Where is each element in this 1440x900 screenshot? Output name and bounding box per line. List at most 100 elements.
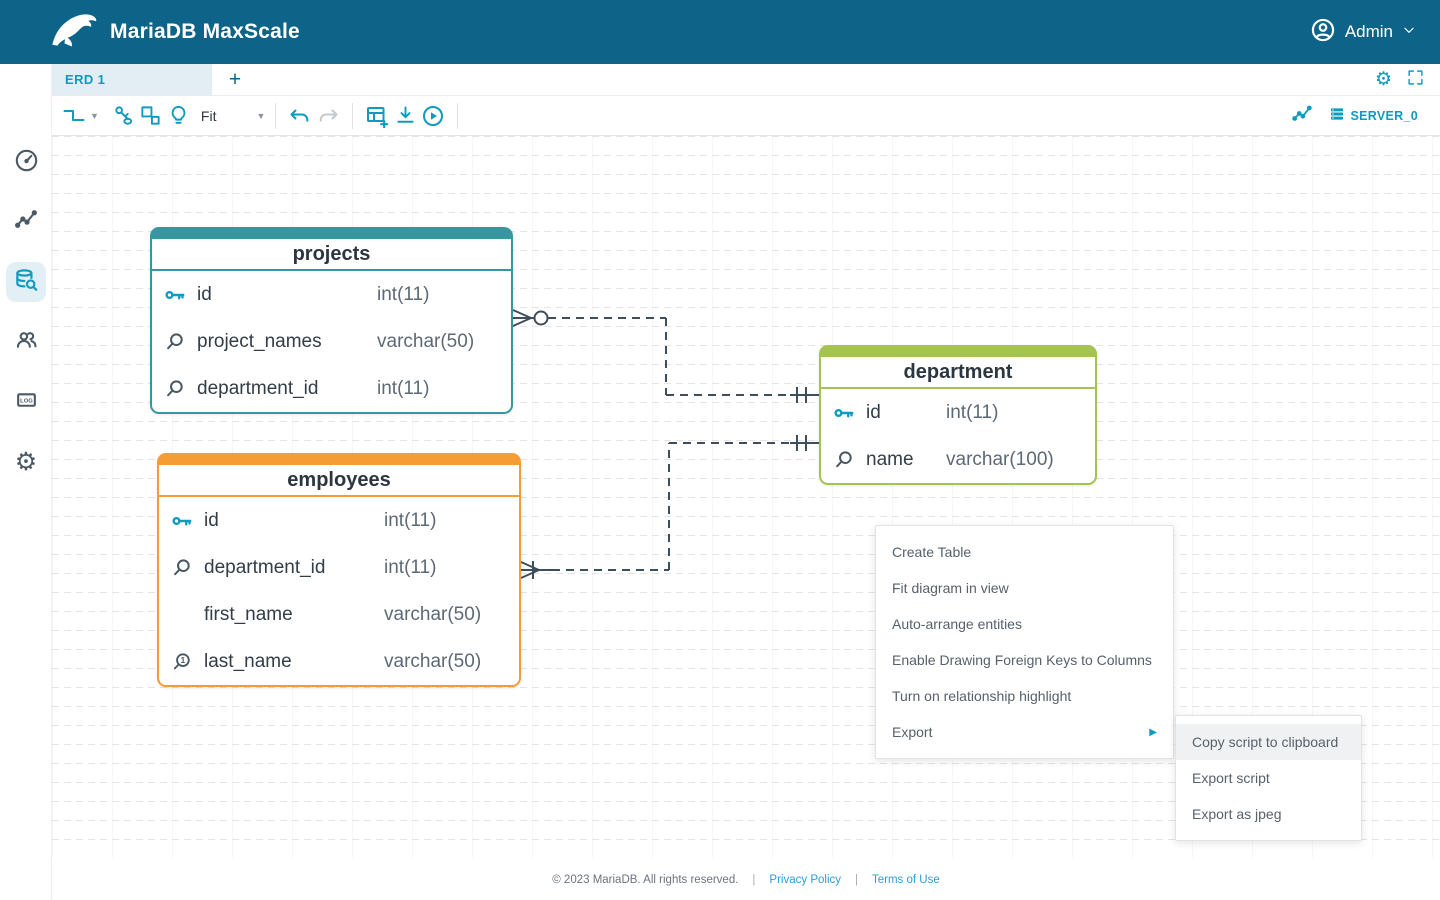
zoom-fit-select[interactable]: Fit ▼ (201, 108, 265, 124)
export-submenu: Copy script to clipboard Export script E… (1175, 715, 1362, 841)
column-type: int(11) (384, 556, 437, 578)
sidebar-item-users[interactable] (6, 322, 46, 362)
index-icon (833, 449, 859, 471)
brand-product: MaxScale (202, 20, 300, 43)
column-name: department_id (197, 377, 319, 399)
redo-button[interactable] (314, 100, 342, 132)
entity-table-employees[interactable]: employees id int(11) department_id int(1… (157, 453, 521, 687)
column-type: int(11) (377, 283, 430, 305)
apply-script-play-button[interactable] (419, 100, 447, 132)
sidebar-item-visualization[interactable] (6, 202, 46, 242)
column-type: varchar(50) (384, 650, 482, 672)
privacy-policy-link[interactable]: Privacy Policy (769, 874, 841, 886)
add-tab-button[interactable]: + (212, 64, 258, 95)
terms-of-use-link[interactable]: Terms of Use (872, 874, 940, 886)
sidebar-item-settings[interactable]: ⚙ (6, 442, 46, 482)
column-row[interactable]: 1 last_name varchar(50) (159, 638, 519, 685)
entity-table-department[interactable]: department id int(11) name varchar(100) (819, 345, 1097, 485)
index-icon (164, 331, 190, 353)
sidebar-item-logs[interactable]: LOG (6, 382, 46, 422)
primary-key-icon (833, 402, 859, 424)
column-row[interactable]: department_id int(11) (152, 365, 511, 412)
column-type: int(11) (377, 377, 430, 399)
copyright-text: © 2023 MariaDB. All rights reserved. (552, 874, 739, 886)
user-avatar-icon (1310, 17, 1336, 48)
server-name: SERVER_0 (1350, 108, 1418, 123)
dashboard-icon (14, 148, 39, 178)
menu-item-fit-diagram[interactable]: Fit diagram in view (892, 580, 1009, 596)
sidebar-item-query-editor[interactable] (6, 262, 46, 302)
footer-separator: | (855, 874, 858, 886)
column-name: first_name (204, 603, 293, 625)
entity-table-projects[interactable]: projects id int(11) project_names varcha… (150, 227, 513, 414)
column-name: id (204, 509, 219, 531)
sidebar-item-dashboard[interactable] (6, 143, 46, 183)
tab-bar: ERD 1 + ⚙ (52, 64, 1440, 96)
user-label: Admin (1344, 22, 1393, 41)
entity-title: projects (152, 239, 511, 271)
column-row[interactable]: name varchar(100) (821, 436, 1095, 483)
column-name: last_name (204, 650, 292, 672)
relationship-shape-button[interactable] (60, 100, 88, 132)
canvas-context-menu: Create Table Fit diagram in view Auto-ar… (875, 525, 1174, 759)
column-name: id (866, 401, 881, 423)
sidebar: LOG ⚙ (0, 64, 52, 900)
menu-item-export-script[interactable]: Export script (1192, 770, 1270, 786)
undo-button[interactable] (286, 100, 314, 132)
active-server-chip[interactable]: SERVER_0 (1329, 106, 1418, 125)
column-row[interactable]: id int(11) (821, 389, 1095, 436)
relationship-projects-department[interactable] (512, 309, 819, 403)
menu-item-label: Export (892, 724, 933, 740)
menu-item-relationship-highlight[interactable]: Turn on relationship highlight (892, 688, 1072, 704)
entity-color-bar (159, 455, 519, 465)
user-menu-button[interactable]: Admin (1310, 17, 1416, 48)
index-icon (164, 378, 190, 400)
column-type: varchar(50) (384, 603, 482, 625)
menu-item-export-jpeg[interactable]: Export as jpeg (1192, 806, 1282, 822)
relationship-shape-caret-icon[interactable]: ▼ (90, 110, 99, 121)
diagram-settings-gear-icon[interactable]: ⚙ (1374, 69, 1392, 90)
column-name: department_id (204, 556, 326, 578)
brand-name: MariaDB (110, 20, 197, 43)
primary-key-icon (164, 284, 190, 306)
users-icon (14, 327, 39, 357)
column-type: int(11) (946, 401, 999, 423)
column-type: varchar(100) (946, 448, 1054, 470)
column-row[interactable]: id int(11) (152, 271, 511, 318)
visualize-connections-icon[interactable] (1291, 102, 1313, 129)
footer-separator: | (752, 874, 756, 886)
column-name: project_names (197, 330, 322, 352)
svg-text:LOG: LOG (20, 398, 33, 404)
column-row[interactable]: id int(11) (159, 497, 519, 544)
relationship-employees-department[interactable] (520, 435, 819, 579)
entity-color-bar (152, 229, 511, 239)
column-row[interactable]: project_names varchar(50) (152, 318, 511, 365)
column-type: int(11) (384, 509, 437, 531)
column-row[interactable]: first_name varchar(50) (159, 591, 519, 638)
fullscreen-icon[interactable] (1407, 69, 1424, 91)
menu-item-auto-arrange[interactable]: Auto-arrange entities (892, 616, 1022, 632)
column-name: name (866, 448, 914, 470)
menu-item-enable-fk-to-columns[interactable]: Enable Drawing Foreign Keys to Columns (892, 652, 1152, 668)
zoom-fit-caret-icon: ▼ (256, 110, 266, 121)
menu-item-export[interactable]: Export ▶ (876, 714, 1173, 750)
chevron-down-icon (1402, 22, 1416, 42)
unique-index-icon: 1 (171, 651, 197, 673)
foreign-key-button[interactable] (109, 100, 137, 132)
tab-label: ERD 1 (65, 72, 106, 87)
menu-item-create-table[interactable]: Create Table (892, 544, 972, 560)
tab-erd-1[interactable]: ERD 1 (52, 64, 212, 95)
auto-arrange-button[interactable] (137, 100, 165, 132)
export-download-button[interactable] (391, 100, 419, 132)
create-table-button[interactable] (363, 100, 391, 132)
menu-item-copy-script[interactable]: Copy script to clipboard (1176, 724, 1361, 760)
index-icon (171, 557, 197, 579)
column-name: id (197, 283, 212, 305)
plus-icon: + (228, 67, 242, 91)
entity-title: department (821, 357, 1095, 389)
highlight-bulb-button[interactable] (165, 100, 193, 132)
primary-key-icon (171, 510, 197, 532)
erd-canvas[interactable]: projects id int(11) project_names varcha… (52, 136, 1440, 860)
column-row[interactable]: department_id int(11) (159, 544, 519, 591)
